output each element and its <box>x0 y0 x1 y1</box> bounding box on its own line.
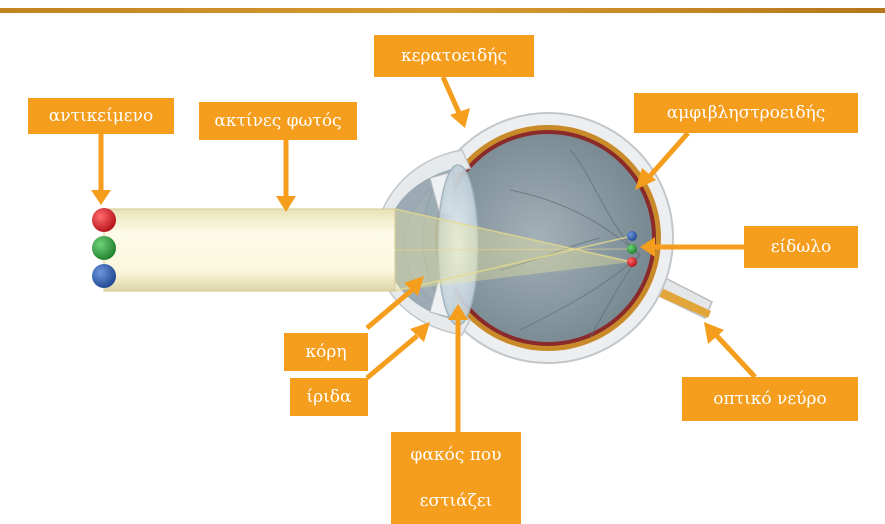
label-optic-nerve: οπτικό νεύρο <box>682 377 858 421</box>
object-ball-red <box>92 208 116 232</box>
label-retina: αμφιβληστροειδής <box>634 93 858 133</box>
label-iris: ίριδα <box>290 378 368 416</box>
light-ray-tube <box>104 209 395 291</box>
label-image: είδωλο <box>744 226 858 268</box>
label-lens: φακός που εστιάζει <box>391 432 521 524</box>
image-ball-red <box>627 257 637 267</box>
top-bar <box>0 8 885 13</box>
label-lens-line1: φακός που <box>411 447 502 464</box>
label-lens-line2: εστιάζει <box>420 493 493 510</box>
image-ball-blue <box>627 231 637 241</box>
object-ball-green <box>92 236 116 260</box>
label-light-rays: ακτίνες φωτός <box>199 102 357 140</box>
object-ball-blue <box>92 264 116 288</box>
label-pupil: κόρη <box>284 333 368 371</box>
label-cornea: κερατοειδής <box>374 35 534 77</box>
image-ball-green <box>627 244 637 254</box>
label-object: αντικείμενο <box>28 98 174 134</box>
